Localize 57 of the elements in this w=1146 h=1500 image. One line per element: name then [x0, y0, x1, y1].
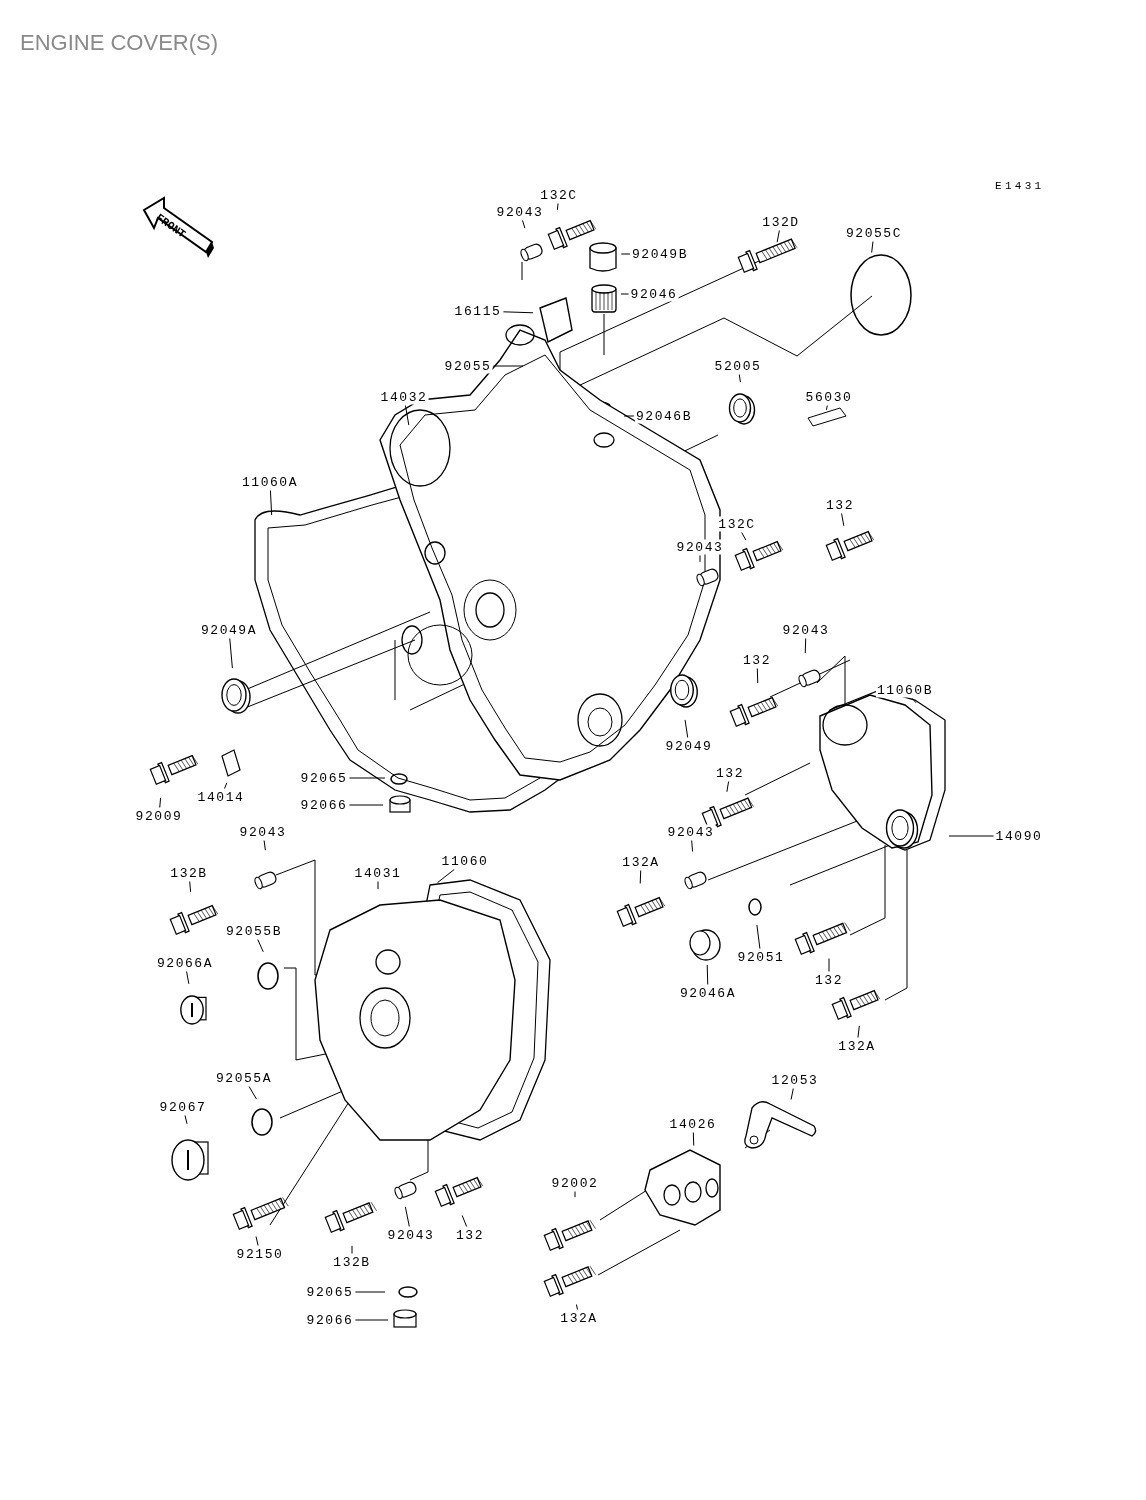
leader-line — [575, 1304, 578, 1310]
leader-line — [269, 490, 273, 516]
leader-line — [776, 230, 780, 243]
leader-line — [825, 405, 828, 411]
leader-line — [354, 1319, 389, 1321]
leader-line — [404, 405, 410, 426]
leader-line — [348, 777, 386, 779]
leader-line — [354, 1291, 386, 1293]
leader-line — [857, 1025, 860, 1038]
leader-line — [263, 840, 266, 851]
leader-line — [377, 881, 379, 890]
leader-line — [804, 638, 807, 654]
leader-line — [756, 668, 759, 684]
leader-line — [871, 241, 874, 253]
leader-line — [348, 804, 384, 806]
leader-line — [556, 203, 559, 211]
leader-line — [790, 1088, 794, 1100]
leader-line — [184, 1115, 188, 1125]
leader-line — [437, 869, 455, 884]
leader-line — [741, 532, 747, 541]
leader-line — [522, 220, 526, 229]
leader-line — [706, 964, 709, 985]
leader-line — [257, 939, 264, 953]
part-number: 92046 — [629, 286, 679, 302]
leader-line — [159, 797, 162, 808]
leader-line — [351, 1245, 353, 1254]
leader-line — [620, 253, 631, 255]
leader-line — [841, 513, 845, 527]
leader-line — [639, 870, 642, 884]
leader-line — [404, 1206, 410, 1227]
leader-line — [620, 293, 630, 295]
leader-line — [224, 782, 228, 789]
leader-line — [574, 1191, 576, 1198]
page-title: ENGINE COVER(S) — [20, 29, 219, 57]
leader-line — [911, 698, 917, 704]
leader-line — [691, 840, 694, 852]
leader-line — [828, 958, 830, 972]
leader-line — [948, 835, 995, 837]
part-number: 92055 — [443, 358, 493, 374]
leader-line — [229, 638, 233, 669]
leader-line — [756, 924, 761, 949]
leader-line — [502, 311, 534, 314]
leader-line — [461, 1215, 468, 1227]
leader-line — [699, 555, 701, 563]
leader-line — [186, 971, 190, 985]
leader-line — [726, 781, 730, 793]
leader-line — [255, 1236, 259, 1246]
leader-line — [684, 719, 689, 738]
figure-code: E1431 — [995, 179, 1045, 194]
leader-line — [492, 365, 524, 367]
part-number: 14032 — [379, 389, 429, 405]
leader-line — [738, 374, 741, 383]
leader-line — [248, 1086, 257, 1100]
leader-line — [623, 415, 635, 417]
leader-line — [189, 881, 192, 893]
leader-line — [692, 1132, 695, 1146]
part-number: 132C — [717, 516, 757, 532]
